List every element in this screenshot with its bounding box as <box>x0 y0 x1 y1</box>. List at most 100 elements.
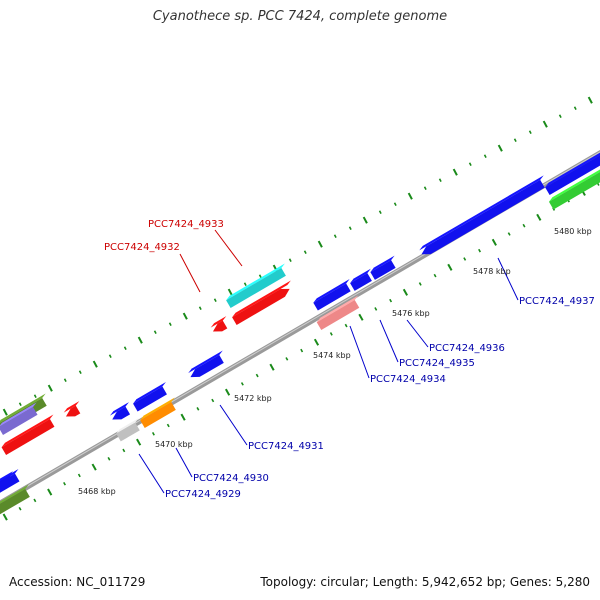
leader-line-2 <box>497 257 519 301</box>
gene-label-pcc7424-4932[interactable]: PCC7424_4932 <box>104 242 180 253</box>
gene-feature-9[interactable] <box>133 382 167 412</box>
tick-mark-1-35 <box>522 223 526 228</box>
tick-mark-1-21 <box>313 338 320 346</box>
leader-line-4 <box>379 319 399 363</box>
tick-marks <box>2 96 600 521</box>
scale-label-5478: 5478 kbp <box>473 267 511 276</box>
gene-feature-13[interactable] <box>232 280 291 326</box>
scale-label-5476: 5476 kbp <box>392 309 430 318</box>
gene-feature-body-13 <box>232 288 290 326</box>
tick-mark-0-0 <box>2 408 8 416</box>
gene-feature-top-18 <box>370 255 395 273</box>
gene-feature-top-21 <box>548 169 600 202</box>
tick-mark-0-22 <box>333 234 337 238</box>
gene-feature-16[interactable] <box>316 295 360 330</box>
leader-line-1 <box>179 253 201 293</box>
gene-feature-body-3 <box>65 405 81 417</box>
gene-feature-8[interactable] <box>116 418 140 442</box>
tick-mark-1-3 <box>47 488 53 496</box>
gene-feature-body-18 <box>370 260 396 280</box>
gene-label-pcc7424-4934[interactable]: PCC7424_4934 <box>370 374 446 385</box>
gene-feature-top-17 <box>350 268 371 284</box>
gene-label-pcc7424-4936[interactable]: PCC7424_4936 <box>429 343 505 354</box>
tick-mark-0-9 <box>137 336 143 344</box>
gene-feature-10[interactable] <box>140 397 176 428</box>
tick-mark-0-11 <box>168 322 172 326</box>
gene-feature-body-6 <box>0 489 30 515</box>
gene-feature-top-16 <box>316 295 359 323</box>
tick-mark-0-29 <box>438 178 442 182</box>
scale-label-5472: 5472 kbp <box>234 394 272 403</box>
gene-label-pcc7424-4931[interactable]: PCC7424_4931 <box>248 441 324 452</box>
gene-feature-2[interactable] <box>1 414 55 455</box>
tick-mark-1-6 <box>91 463 97 471</box>
gene-feature-top-5 <box>0 471 14 482</box>
gene-feature-17[interactable] <box>350 268 372 291</box>
gene-feature-top-13 <box>232 280 291 318</box>
tick-mark-1-0 <box>2 513 8 521</box>
tick-mark-1-27 <box>402 288 409 296</box>
gene-feature-top-9 <box>133 382 166 404</box>
tick-mark-1-22 <box>329 332 333 336</box>
scale-label-5480: 5480 kbp <box>554 227 592 236</box>
tick-mark-0-31 <box>468 162 472 166</box>
tick-mark-1-26 <box>389 298 393 303</box>
tick-mark-1-28 <box>418 282 422 286</box>
gene-feature-12[interactable] <box>210 316 228 332</box>
gene-feature-15[interactable] <box>313 279 351 311</box>
tick-mark-0-37 <box>558 114 562 118</box>
gene-feature-11[interactable] <box>188 350 224 378</box>
tick-mark-0-6 <box>92 360 98 368</box>
tick-mark-1-36 <box>536 213 542 221</box>
scale-label-5474: 5474 kbp <box>313 351 351 360</box>
gene-features <box>0 150 600 515</box>
gene-feature-body-2 <box>1 419 55 455</box>
tick-mark-1-23 <box>344 323 348 328</box>
gene-label-pcc7424-4937[interactable]: PCC7424_4937 <box>519 296 595 307</box>
leader-line-0 <box>214 229 243 267</box>
tick-mark-1-9 <box>136 438 142 446</box>
gene-feature-20[interactable] <box>545 150 600 196</box>
leader-line-7 <box>175 447 193 478</box>
tick-mark-0-12 <box>182 312 188 320</box>
gene-feature-7[interactable] <box>109 402 131 420</box>
gene-feature-top-2 <box>1 414 54 448</box>
gene-feature-body-17 <box>350 273 372 291</box>
gene-feature-1[interactable] <box>0 402 38 435</box>
gene-feature-top-20 <box>545 152 600 188</box>
tick-mark-0-33 <box>497 144 503 152</box>
gene-label-pcc7424-4935[interactable]: PCC7424_4935 <box>399 358 475 369</box>
gene-feature-body-21 <box>548 171 600 210</box>
tick-mark-0-15 <box>227 288 233 296</box>
gene-feature-body-12 <box>212 320 228 332</box>
gene-label-pcc7424-4930[interactable]: PCC7424_4930 <box>193 473 269 484</box>
tick-mark-0-19 <box>288 258 292 262</box>
tick-mark-0-24 <box>362 216 368 224</box>
gene-feature-18[interactable] <box>370 255 396 280</box>
tick-mark-0-38 <box>573 106 577 110</box>
gene-feature-top-19 <box>419 175 544 251</box>
tick-mark-1-4 <box>63 481 67 486</box>
gene-feature-6[interactable] <box>0 484 30 515</box>
gene-feature-top-15 <box>313 279 350 303</box>
gene-label-pcc7424-4929[interactable]: PCC7424_4929 <box>165 489 241 500</box>
gene-feature-body-10 <box>140 402 176 428</box>
gene-label-pcc7424-4933[interactable]: PCC7424_4933 <box>148 219 224 230</box>
leader-line-8 <box>138 453 165 494</box>
tick-mark-1-11 <box>166 423 170 428</box>
leader-line-5 <box>349 325 370 379</box>
gene-feature-body-8 <box>116 422 140 442</box>
gene-feature-19[interactable] <box>419 175 545 255</box>
tick-mark-1-5 <box>77 473 81 478</box>
tick-mark-1-32 <box>478 248 482 253</box>
scale-label-5468: 5468 kbp <box>78 487 116 496</box>
gene-feature-21[interactable] <box>548 166 600 210</box>
tick-mark-1-10 <box>151 432 155 436</box>
gene-feature-top-14 <box>226 263 285 301</box>
gene-feature-3[interactable] <box>63 401 81 417</box>
gene-feature-14[interactable] <box>226 263 286 309</box>
gene-feature-body-7 <box>112 406 131 420</box>
gene-feature-body-19 <box>421 179 545 255</box>
gene-feature-5[interactable] <box>0 471 15 492</box>
